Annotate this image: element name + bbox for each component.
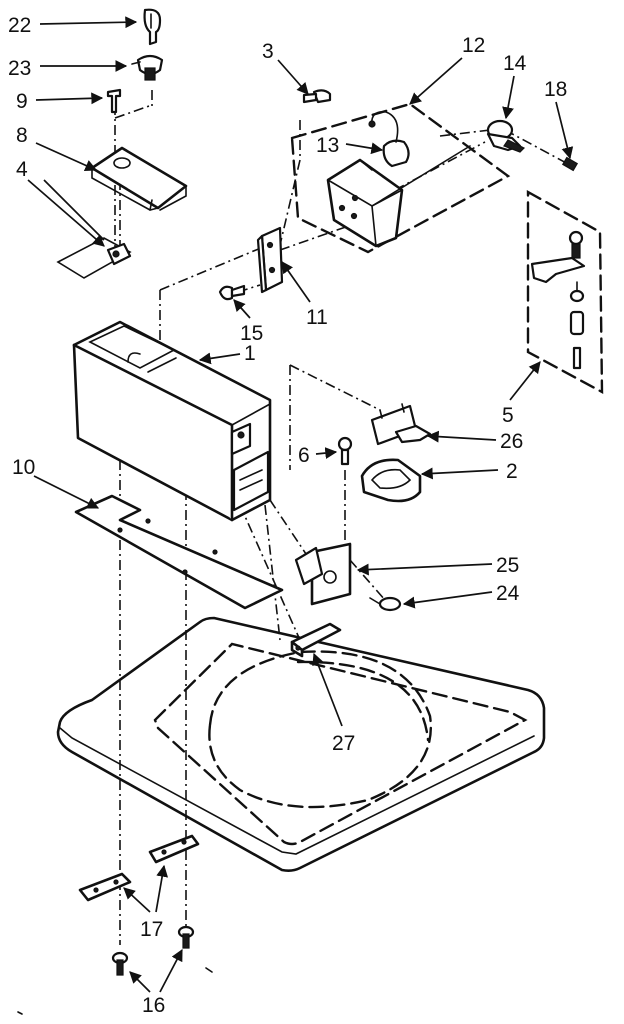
hinge-plate-right xyxy=(148,834,200,864)
callout-4: 4 xyxy=(16,158,28,181)
callout-17: 17 xyxy=(140,918,163,941)
hinge-plate-left xyxy=(78,872,132,902)
washer-top-panel xyxy=(56,616,546,872)
callout-27: 27 xyxy=(332,732,355,755)
hinge-bracket xyxy=(256,226,284,294)
actuator-pin xyxy=(369,596,402,612)
retainer-clip xyxy=(56,237,132,279)
lid-switch-group xyxy=(526,189,604,395)
motor-assembly-group xyxy=(290,102,511,254)
bumper-pad xyxy=(360,458,422,503)
callout-15: 15 xyxy=(240,322,263,345)
callout-18: 18 xyxy=(544,78,567,101)
callout-6: 6 xyxy=(298,444,310,467)
callout-9: 9 xyxy=(16,90,28,113)
callout-5: 5 xyxy=(502,404,514,427)
mounting-plate xyxy=(74,494,284,610)
knob-part xyxy=(143,8,162,46)
callout-10: 10 xyxy=(12,456,35,479)
callout-11: 11 xyxy=(306,306,328,329)
motor-wire xyxy=(368,110,410,168)
screw-16-left xyxy=(111,951,129,976)
callout-14: 14 xyxy=(503,52,527,75)
callout-23: 23 xyxy=(8,57,31,80)
callout-1: 1 xyxy=(244,342,256,365)
callout-3: 3 xyxy=(262,40,274,63)
leader-lines xyxy=(27,16,574,993)
callout-12: 12 xyxy=(462,34,485,57)
lid-switch xyxy=(370,403,432,446)
latch-block xyxy=(290,622,342,658)
callout-26: 26 xyxy=(500,430,523,453)
callout-labels: 22 23 9 8 4 3 12 14 18 13 11 15 1 5 26 6… xyxy=(8,14,567,1017)
screw-6 xyxy=(337,436,353,466)
callout-25: 25 xyxy=(496,554,519,577)
callout-24: 24 xyxy=(496,582,520,605)
actuator-plate xyxy=(294,542,352,606)
console-housing xyxy=(72,320,272,522)
set-screw-18 xyxy=(561,156,579,172)
callout-2: 2 xyxy=(506,460,518,483)
callout-8: 8 xyxy=(16,124,28,147)
switch-nut xyxy=(131,54,164,81)
pivot-pin-14 xyxy=(486,119,526,153)
callout-13: 13 xyxy=(316,134,339,157)
screw-15 xyxy=(218,284,246,301)
callout-22: 22 xyxy=(8,14,31,37)
callout-16: 16 xyxy=(142,994,165,1017)
switch-bracket xyxy=(90,146,188,211)
screw-9 xyxy=(106,88,122,114)
screw-16-right xyxy=(177,925,195,949)
screw-3 xyxy=(302,89,332,104)
